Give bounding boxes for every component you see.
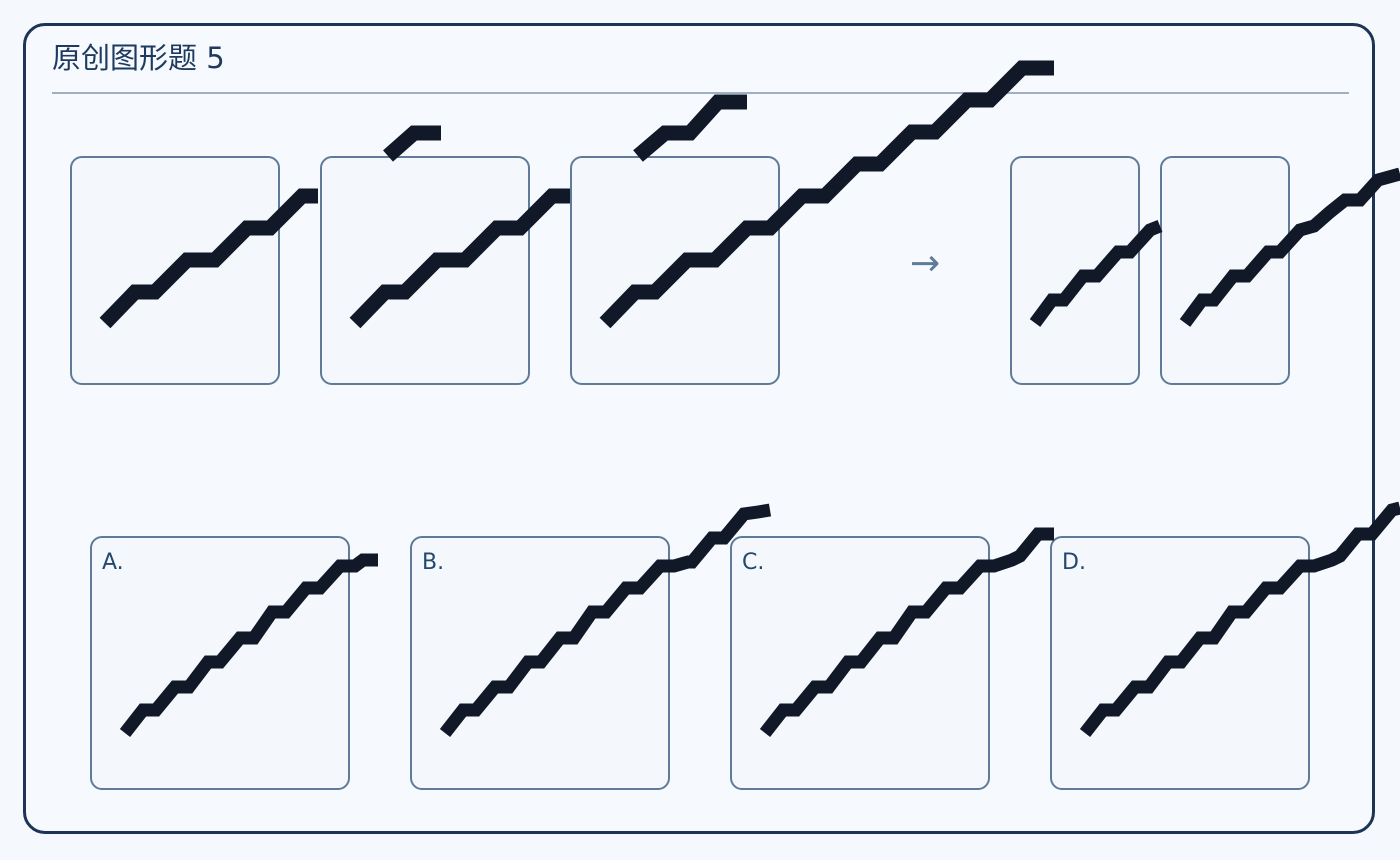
- question-panel-4: [1010, 156, 1140, 385]
- question-panel-5: [1160, 156, 1290, 385]
- option-d-figure: [1079, 501, 1400, 738]
- title-divider: [52, 92, 1349, 94]
- staircase-figure-3: [599, 60, 1054, 329]
- staircase-figure-5: [1179, 167, 1400, 327]
- staircase-figure-2: [349, 188, 570, 329]
- option-a-label: A.: [102, 550, 124, 575]
- option-a-figure: [119, 553, 378, 738]
- arrow-icon: →: [910, 243, 941, 284]
- option-c-label: C.: [742, 550, 765, 575]
- staircase-figure-4: [1029, 219, 1163, 327]
- puzzle-title: 原创图形题 5: [52, 41, 225, 75]
- staircase-figure-1-overflow: [383, 125, 441, 162]
- option-c-figure: [759, 527, 1054, 738]
- option-d-label: D.: [1062, 550, 1086, 575]
- option-b-figure: [439, 503, 772, 738]
- staircase-figure-1: [99, 188, 318, 329]
- staircase-figure-2-overflow: [633, 94, 747, 162]
- option-b-label: B.: [422, 550, 445, 575]
